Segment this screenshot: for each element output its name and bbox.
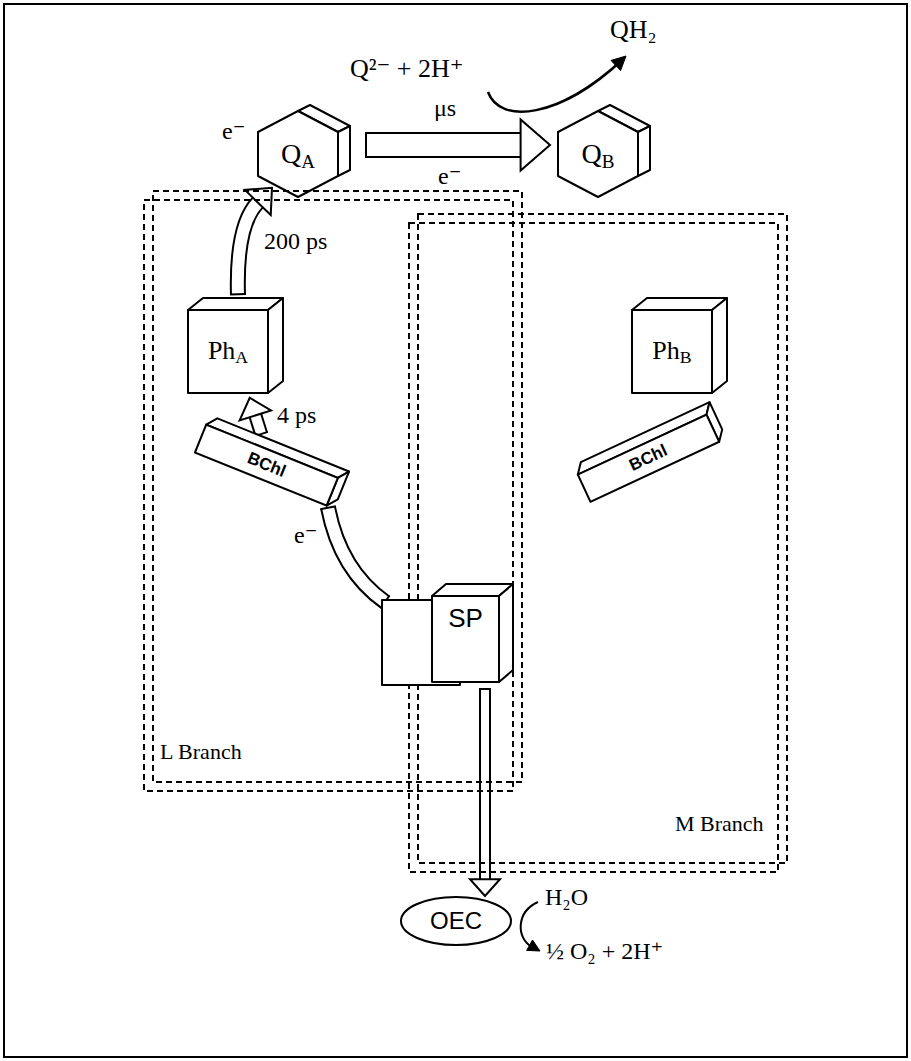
annotation-holder: QH₂	[610, 16, 657, 45]
band-outline	[238, 202, 258, 294]
bacteriochlorophyll-slab: BChl	[574, 402, 727, 502]
shape-face	[268, 298, 283, 393]
node-label: L Branch	[160, 740, 242, 764]
annotation-holder: H₂O	[545, 884, 588, 910]
label-holder: SP	[432, 596, 499, 640]
shape-face	[401, 897, 511, 945]
protonation-arrowhead	[611, 56, 626, 71]
figure-frame	[4, 4, 907, 1057]
shape-face	[578, 415, 719, 502]
bacteriochlorophyll-slab: BChl	[195, 415, 349, 508]
label-holder: QB	[558, 111, 638, 197]
electron-transfer-arrow	[320, 506, 389, 608]
water-oxidation-curve	[521, 902, 538, 947]
node-label: M Branch	[675, 812, 764, 836]
label-holder: OEC	[400, 896, 512, 946]
label-holder: L Branch	[160, 740, 242, 764]
shape-face	[499, 584, 513, 682]
dashed-outline	[409, 223, 778, 872]
band-end	[230, 293, 246, 295]
chemical-annotation: QH₂	[610, 15, 657, 44]
water-oxidation-arrowhead	[527, 940, 540, 951]
band-fill	[328, 508, 385, 602]
annotation-holder: Q²⁻ + 2H⁺	[350, 55, 463, 84]
node-label: OEC	[430, 908, 482, 934]
shape-face	[258, 111, 338, 197]
chemical-annotation: e⁻	[438, 163, 461, 189]
band-fill	[255, 415, 261, 434]
band-fill	[238, 202, 258, 294]
shape-face	[638, 126, 650, 176]
shape-face	[432, 596, 499, 682]
band-fill	[481, 689, 489, 879]
annotation-holder: e⁻	[438, 163, 461, 189]
label-holder: QA	[258, 111, 338, 197]
band-end	[320, 506, 336, 509]
node-label: SP	[448, 604, 483, 633]
band-end	[365, 132, 367, 158]
edge-label-holder: 4 ps	[275, 402, 318, 428]
node-label: QB	[582, 139, 615, 170]
oxygen-evolving-ellipse: OEC	[400, 896, 512, 946]
annotation-holder: e⁻	[294, 522, 317, 548]
special-pair-cubes: SP	[380, 582, 515, 687]
dashed-outline	[418, 214, 787, 863]
branch-region: M Branch PhB BChl	[408, 213, 788, 873]
band-outline	[255, 415, 261, 434]
edge-label-holder: μs	[432, 95, 458, 121]
arrowhead	[240, 398, 271, 421]
branch-region: L Branch PhA BChl	[143, 190, 523, 792]
node-outline	[380, 582, 515, 687]
edge-label-holder: 200 ps	[262, 228, 329, 254]
node-label: QA	[281, 139, 315, 170]
chemical-annotation: e⁻	[294, 522, 317, 548]
protonation-curve	[488, 60, 622, 112]
node-outline	[408, 213, 788, 873]
dashed-outline	[144, 200, 513, 791]
chemical-annotation: Q²⁻ + 2H⁺	[350, 54, 463, 83]
time-constant-label: 200 ps	[262, 228, 329, 254]
band-outline	[479, 689, 491, 879]
subscript: A	[235, 348, 248, 368]
time-constant-label: 4 ps	[275, 402, 318, 428]
shape-face	[188, 310, 268, 393]
arrowhead	[470, 879, 500, 896]
dashed-outline	[153, 191, 522, 782]
node-outline	[188, 298, 283, 393]
shape-face	[195, 425, 338, 506]
subscript: B	[602, 150, 615, 171]
pheophytin-cube: PhB	[632, 298, 727, 393]
time-constant-label: μs	[432, 95, 458, 121]
arrowhead	[521, 120, 550, 171]
chemical-annotation: e⁻	[222, 118, 245, 144]
band-end	[479, 688, 491, 690]
shape-face	[338, 126, 350, 176]
electron-transfer-arrow	[366, 120, 550, 171]
subscript: B	[680, 348, 692, 368]
node-label: PhB	[652, 337, 691, 366]
shape-face	[632, 310, 712, 393]
shape-face	[558, 111, 638, 197]
label-holder: PhB	[632, 310, 712, 393]
label-holder: M Branch	[675, 812, 764, 836]
quinone-hexagon: QB	[558, 105, 658, 197]
quinone-hexagon: QA	[258, 105, 358, 197]
annotation-holder: ½ O₂ + 2H⁺	[546, 938, 663, 964]
band-fill	[366, 134, 521, 156]
label-holder: PhA	[188, 310, 268, 393]
chemical-annotation: ½ O₂ + 2H⁺	[546, 938, 663, 964]
node-label: PhA	[208, 337, 248, 366]
shape-face	[712, 298, 727, 393]
annotation-holder: e⁻	[222, 118, 245, 144]
pheophytin-cube: PhA	[188, 298, 283, 393]
band-outline	[366, 132, 521, 158]
band-outline	[328, 508, 385, 602]
chemical-annotation: H₂O	[545, 884, 588, 910]
subscript: A	[301, 150, 315, 171]
electron-transfer-arrow	[470, 689, 500, 896]
